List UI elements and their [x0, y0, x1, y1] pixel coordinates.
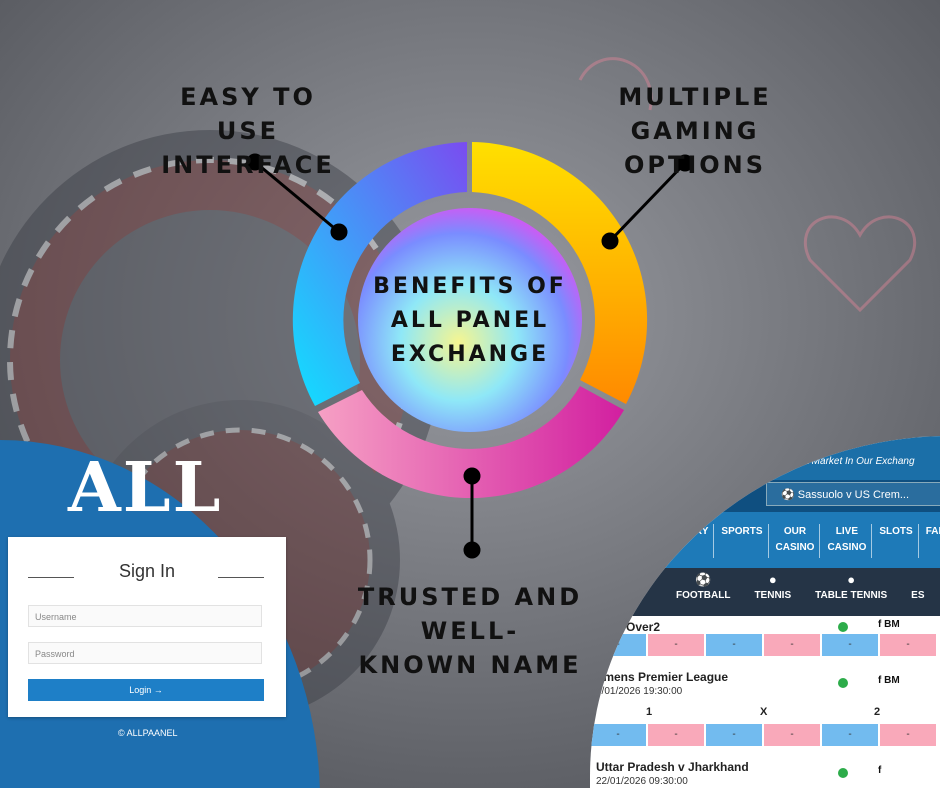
match-title[interactable]: Uttar Pradesh v Jharkhand — [596, 760, 749, 774]
odds-cell[interactable]: - — [822, 634, 878, 656]
match-tab[interactable]: ⚽ Sassuolo v US Crem... — [766, 482, 940, 506]
signin-card: Sign In Username Password Login → — [8, 537, 286, 717]
marquee-bar — [590, 436, 940, 480]
heading-easy-interface: EASY TO USE INTERFACE — [161, 83, 335, 179]
nav-item[interactable]: SLOTS — [879, 524, 919, 558]
odds-header: 2 — [874, 706, 881, 718]
signin-title: Sign In — [118, 561, 176, 581]
marquee-text: atka Market In Our Exchang — [790, 456, 915, 467]
category-label: TABLE TENNIS — [815, 590, 888, 601]
soccer-ball-icon: ⚽ — [695, 572, 712, 587]
odds-cell[interactable]: - — [880, 724, 936, 746]
odds-cell[interactable]: - — [648, 724, 704, 746]
category-label: ES — [911, 590, 925, 601]
match-title[interactable]: Over2 — [626, 620, 661, 634]
ring-arc-right — [472, 142, 648, 404]
heading-trusted-name: TRUSTED AND WELL- KNOWN NAME — [357, 583, 583, 679]
ring-arc-left — [292, 142, 467, 406]
category-label: TENNIS — [754, 590, 792, 601]
nav-bar — [590, 512, 940, 568]
match-time: 9/01/2026 19:30:00 — [596, 686, 683, 697]
match-flags: f BM — [878, 619, 900, 630]
category-icon — [911, 572, 924, 590]
nav-item[interactable]: OUR CASINO — [776, 524, 821, 558]
match-time: 22/01/2026 09:30:00 — [596, 776, 688, 787]
heading-multiple-gaming: MULTIPLE GAMING OPTIONS — [618, 83, 772, 179]
username-field[interactable]: Username — [28, 605, 262, 627]
tennis-ball-icon: ● — [768, 572, 777, 587]
match-tab-label: Sassuolo v US Crem... — [797, 489, 910, 501]
live-indicator-icon — [838, 678, 848, 688]
nav-item[interactable]: FANTAS — [926, 524, 940, 558]
login-button[interactable]: Login → — [28, 679, 264, 701]
odds-cell[interactable]: - — [706, 634, 762, 656]
odds-cell[interactable]: - — [648, 634, 704, 656]
odds-cell[interactable]: - — [590, 724, 646, 746]
brand-logo: ALL — [68, 448, 223, 528]
category-item[interactable]: ● TENNIS — [754, 572, 791, 612]
login-label: Login — [129, 685, 152, 695]
odds-cell[interactable]: - — [706, 724, 762, 746]
match-flags: f BM — [878, 675, 900, 686]
divider — [28, 577, 74, 578]
odds-cell[interactable]: - — [590, 634, 646, 656]
odds-cell[interactable]: - — [764, 634, 820, 656]
soccer-ball-icon: ⚽ — [781, 489, 795, 501]
ring-arc-bottom — [318, 386, 624, 499]
live-indicator-icon — [838, 768, 848, 778]
odds-cell[interactable]: - — [880, 634, 936, 656]
match-title[interactable]: omens Premier League — [596, 670, 729, 684]
odds-header: X — [760, 706, 768, 718]
category-item[interactable]: ● TABLE TENNIS — [815, 572, 887, 612]
odds-cell[interactable]: - — [822, 724, 878, 746]
live-indicator-icon — [838, 622, 848, 632]
nav-item[interactable]: LIVE CASINO — [827, 524, 873, 558]
category-item[interactable]: ES — [911, 572, 924, 612]
nav-item[interactable]: SPORTS — [721, 524, 769, 558]
sports-panel: atka Market In Our Exchang ⚽ Sassuolo v … — [590, 436, 940, 788]
login-icon: → — [153, 685, 163, 695]
category-menu: ⚽ FOOTBALL ● TENNIS ● TABLE TENNIS ES — [676, 572, 925, 612]
category-bar — [590, 568, 940, 616]
match-flags: f — [878, 765, 882, 776]
category-label: FOOTBALL — [676, 590, 731, 601]
copyright: © ALLPAANEL — [118, 728, 178, 738]
category-item[interactable]: ⚽ FOOTBALL — [676, 572, 730, 612]
table-tennis-icon: ● — [847, 572, 856, 587]
center-title: BENEFITS OF ALL PANEL EXCHANGE — [373, 274, 567, 367]
divider — [218, 577, 264, 578]
nav-item[interactable]: TTERY — [676, 524, 715, 558]
password-field[interactable]: Password — [28, 642, 262, 664]
odds-header: 1 — [646, 706, 653, 718]
odds-cell[interactable]: - — [764, 724, 820, 746]
